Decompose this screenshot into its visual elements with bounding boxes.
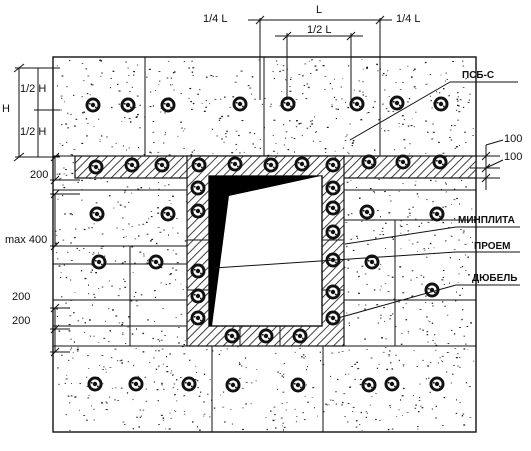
- dim-half-l: 1/2 L: [307, 24, 331, 36]
- dim-200-low: 200: [12, 315, 30, 327]
- leader-lines: [213, 81, 520, 319]
- dim-quarter-left: 1/4 L: [203, 13, 227, 25]
- label-minplita: МИНПЛИТА: [458, 215, 515, 226]
- dim-100-a: 100: [504, 133, 522, 145]
- top-dimensions: [248, 15, 392, 100]
- opening-shadow: [209, 176, 321, 326]
- label-psb: ПСБ-С: [462, 70, 494, 81]
- dim-200-top: 200: [30, 169, 48, 181]
- dim-quarter-right: 1/4 L: [396, 13, 420, 25]
- right-dimensions: [470, 139, 504, 190]
- dim-full-l: L: [316, 4, 322, 16]
- label-proem: ПРОЕМ: [474, 241, 511, 252]
- dim-max-400: max 400: [5, 234, 47, 246]
- label-dubel: ДЮБЕЛЬ: [472, 273, 518, 284]
- dim-half-h-bottom: 1/2 H: [20, 126, 46, 138]
- dim-200-mid: 200: [12, 291, 30, 303]
- dim-half-h-top: 1/2 H: [20, 83, 46, 95]
- dim-100-b: 100: [504, 151, 522, 163]
- dim-h: H: [2, 103, 10, 115]
- left-dimensions: [13, 63, 80, 357]
